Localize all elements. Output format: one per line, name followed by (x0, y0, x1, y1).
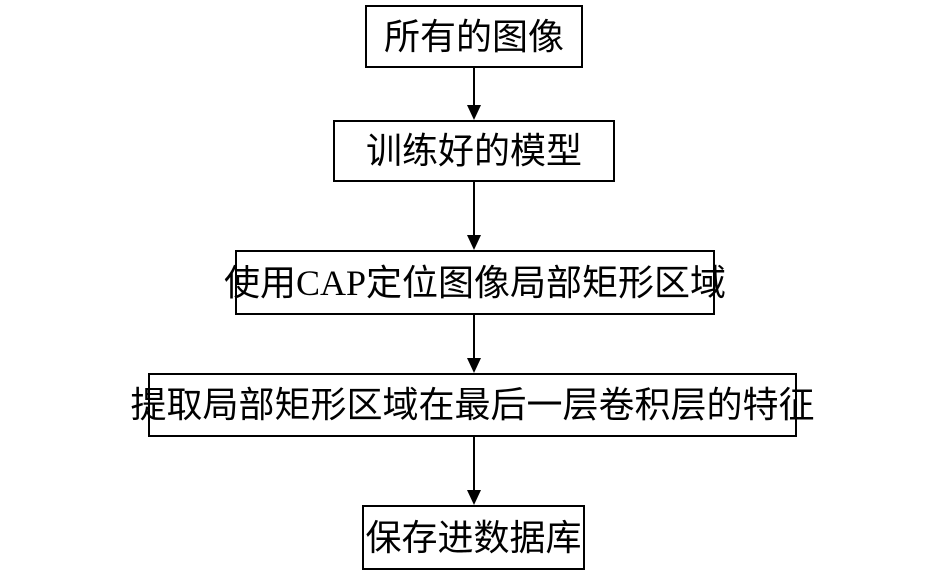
down-arrow-4 (467, 437, 481, 505)
down-arrow-1 (467, 68, 481, 120)
arrow-shaft (473, 315, 475, 358)
flow-node-label: 使用CAP定位图像局部矩形区域 (223, 262, 727, 303)
flow-node-cap-locate-region: 使用CAP定位图像局部矩形区域 (224, 250, 726, 315)
down-arrow-3 (467, 315, 481, 373)
arrowhead-icon (467, 358, 481, 373)
flow-node-label: 训练好的模型 (365, 131, 582, 171)
arrow-shaft (473, 182, 475, 235)
flow-node-extract-conv-features: 提取局部矩形区域在最后一层卷积层的特征 (131, 373, 815, 437)
flow-node-label: 保存进数据库 (365, 517, 582, 558)
flow-node-label: 所有的图像 (383, 16, 564, 57)
flow-node-all-images: 所有的图像 (365, 5, 583, 68)
flow-node-trained-model: 训练好的模型 (333, 120, 615, 182)
arrowhead-icon (467, 235, 481, 250)
flow-node-save-to-database: 保存进数据库 (362, 505, 585, 570)
flow-node-label: 提取局部矩形区域在最后一层卷积层的特征 (130, 385, 815, 425)
arrow-shaft (473, 437, 475, 490)
down-arrow-2 (467, 182, 481, 250)
arrowhead-icon (467, 105, 481, 120)
arrowhead-icon (467, 490, 481, 505)
arrow-shaft (473, 68, 475, 105)
